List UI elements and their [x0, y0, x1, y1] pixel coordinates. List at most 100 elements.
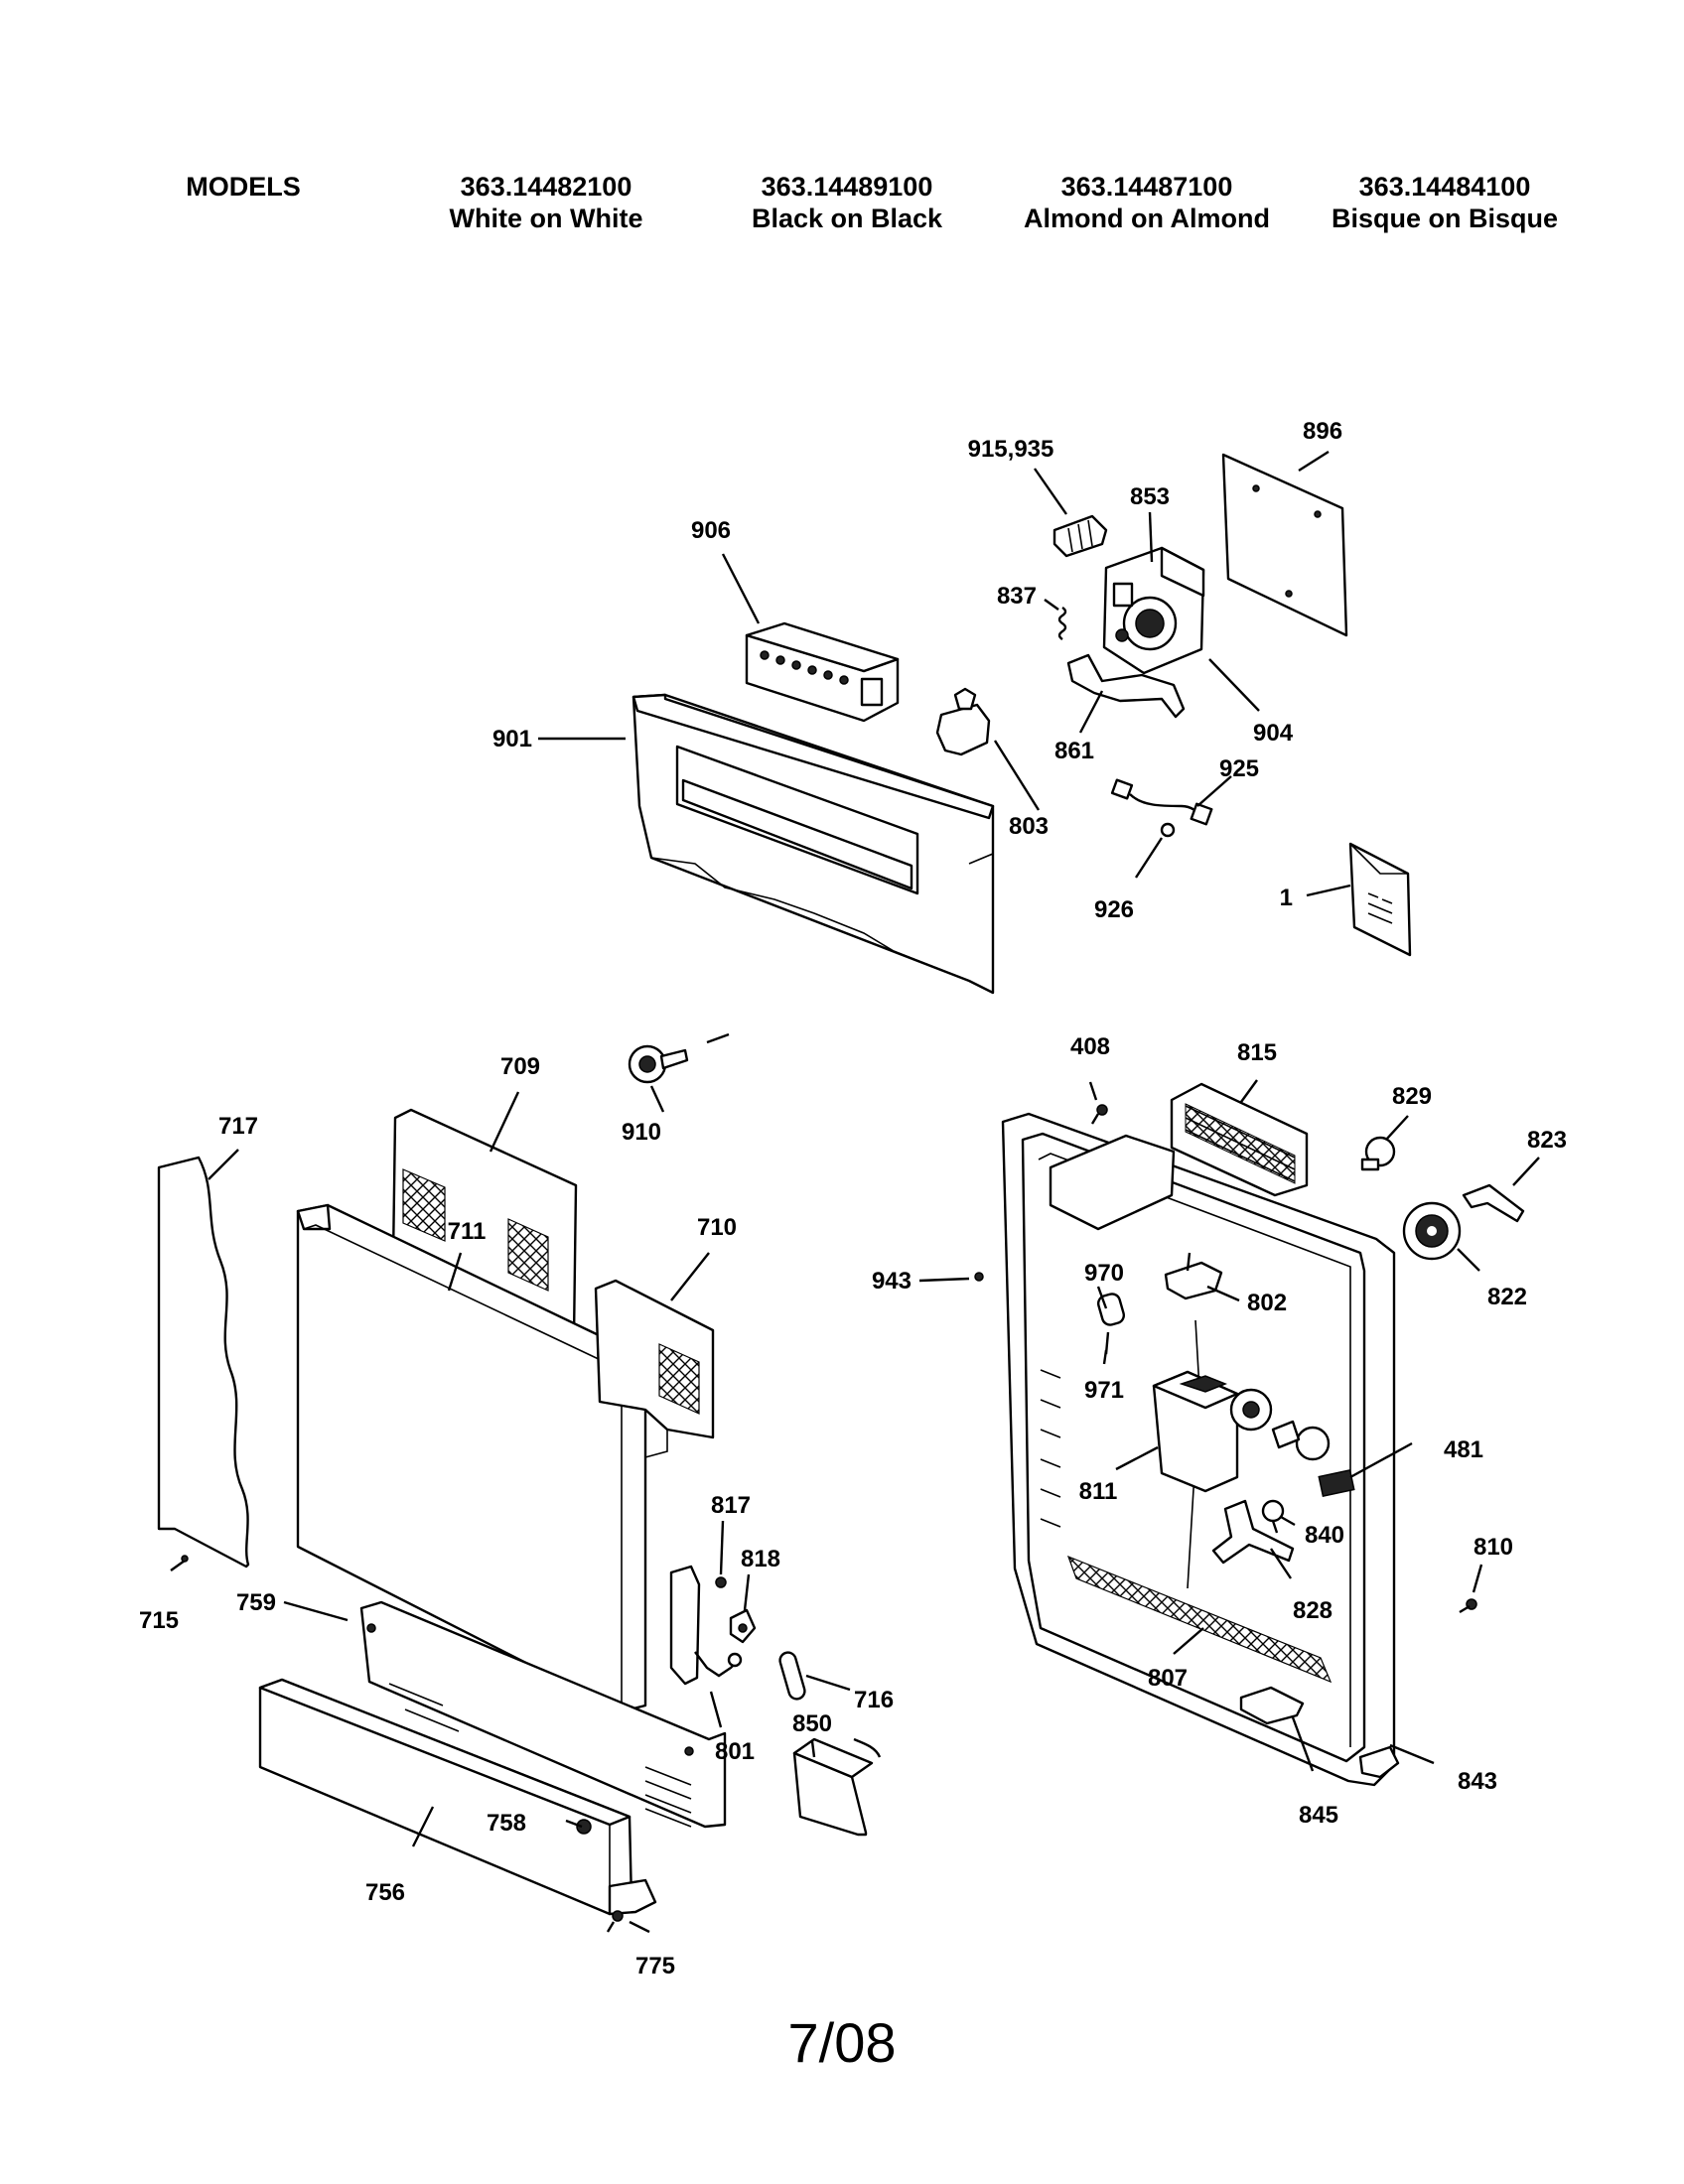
part-711-outer-door-panel — [296, 1203, 649, 1713]
callout-828: 828 — [1293, 1597, 1333, 1624]
part-775-screw — [606, 1910, 624, 1933]
callout-717: 717 — [218, 1113, 258, 1140]
callout-756: 756 — [365, 1879, 405, 1906]
callout-815: 815 — [1237, 1039, 1277, 1066]
model-number: 363.14489100 — [761, 172, 933, 202]
part-801-door-latch — [669, 1565, 743, 1686]
callout-408: 408 — [1070, 1033, 1110, 1060]
part-906-push-button-switch — [745, 621, 900, 723]
part-709-insulation-pad — [391, 1108, 578, 1340]
callout-817: 817 — [711, 1492, 751, 1519]
model-number: 363.14482100 — [460, 172, 632, 202]
part-850-mounting-bracket — [792, 1737, 882, 1837]
part-756-toe-panel — [258, 1678, 657, 1916]
part-817-screw — [715, 1576, 727, 1588]
callout-801: 801 — [715, 1738, 755, 1765]
callout-910: 910 — [622, 1119, 661, 1146]
callout-840: 840 — [1305, 1522, 1344, 1549]
callout-904: 904 — [1253, 720, 1294, 747]
callout-716: 716 — [854, 1687, 894, 1713]
callout-837: 837 — [997, 583, 1037, 610]
callout-807: 807 — [1148, 1665, 1188, 1692]
part-822-pulley — [1402, 1201, 1462, 1261]
part-716-strike — [778, 1651, 806, 1701]
model-color: Black on Black — [751, 204, 943, 233]
callout-710: 710 — [697, 1214, 737, 1241]
callout-861: 861 — [1054, 738, 1094, 764]
model-number: 363.14487100 — [1060, 172, 1233, 202]
part-926-grommet — [1160, 822, 1176, 838]
part-408-screw — [1090, 1104, 1108, 1125]
models-header: MODELS 363.14482100 White on White 363.1… — [0, 0, 1684, 258]
part-829-bushing — [1360, 1136, 1396, 1171]
part-811-detergent-dispenser — [1152, 1370, 1239, 1493]
callout-843: 843 — [1458, 1768, 1497, 1795]
callout-970: 970 — [1084, 1260, 1124, 1287]
part-rinse-aid-cap — [1229, 1388, 1331, 1461]
callout-850: 850 — [792, 1710, 832, 1737]
page-number: 7/08 — [787, 2011, 897, 2074]
callout-829: 829 — [1392, 1083, 1432, 1110]
callout-901: 901 — [492, 726, 532, 752]
part-843-foot — [1358, 1745, 1400, 1779]
model-column-4: 363.14484100 Bisque on Bisque — [1311, 171, 1579, 234]
part-861-cam-link — [1066, 653, 1186, 719]
model-column-1: 363.14482100 White on White — [422, 171, 670, 234]
model-number: 363.14484100 — [1358, 172, 1531, 202]
model-color: White on White — [449, 204, 643, 233]
part-717-door-seal — [157, 1156, 250, 1569]
callout-802: 802 — [1247, 1290, 1287, 1316]
callout-906: 906 — [691, 517, 731, 544]
part-828-lever — [1211, 1499, 1295, 1565]
part-710-insulation-block — [594, 1279, 715, 1459]
callout-943: 943 — [872, 1268, 912, 1295]
callout-925: 925 — [1219, 755, 1259, 782]
part-925-wire-harness — [1110, 778, 1213, 826]
part-853-904-timer-assembly — [1102, 546, 1205, 675]
model-color: Bisque on Bisque — [1331, 204, 1559, 233]
callout-926: 926 — [1094, 896, 1134, 923]
part-1-literature-envelope — [1348, 842, 1412, 957]
part-901-control-panel — [632, 693, 995, 995]
part-803-selector-switch — [935, 687, 991, 756]
callout-971: 971 — [1084, 1377, 1124, 1404]
callout-896: 896 — [1303, 418, 1342, 445]
callout-915-935: 915,935 — [968, 436, 1054, 463]
model-column-3: 363.14487100 Almond on Almond — [1003, 171, 1291, 234]
callout-823: 823 — [1527, 1127, 1567, 1154]
callout-811: 811 — [1079, 1478, 1118, 1505]
model-color: Almond on Almond — [1024, 204, 1270, 233]
part-810-screw — [1459, 1598, 1477, 1614]
callout-759: 759 — [236, 1589, 276, 1616]
callout-853: 853 — [1130, 483, 1170, 510]
part-840-actuator — [1261, 1499, 1285, 1534]
part-818-latch-pin — [729, 1608, 757, 1644]
part-910-selector-knob — [628, 1032, 730, 1084]
part-815-vent — [1170, 1082, 1309, 1197]
models-label: MODELS — [186, 172, 301, 202]
part-896-insulation-panel — [1221, 453, 1348, 637]
part-837-spring — [1057, 607, 1067, 640]
part-759-toe-panel-bracket — [359, 1600, 727, 1829]
callout-822: 822 — [1487, 1284, 1527, 1310]
model-column-2: 363.14489100 Black on Black — [723, 171, 971, 234]
part-845-hinge-strip — [1239, 1686, 1305, 1725]
callout-1: 1 — [1280, 885, 1293, 911]
part-823-arm — [1462, 1183, 1525, 1223]
callout-775: 775 — [635, 1953, 675, 1979]
callout-810: 810 — [1474, 1534, 1513, 1561]
part-481-rating-label — [1318, 1469, 1355, 1497]
callout-709: 709 — [500, 1053, 540, 1080]
callout-845: 845 — [1299, 1802, 1338, 1829]
callout-818: 818 — [741, 1546, 780, 1572]
part-943-screw — [974, 1272, 984, 1282]
callout-481: 481 — [1444, 1436, 1483, 1463]
callout-758: 758 — [487, 1810, 526, 1837]
callout-labels: 896 915,935 853 906 837 904 901 861 925 … — [139, 418, 1567, 1979]
part-758-screw — [576, 1819, 592, 1835]
part-715-screw — [170, 1555, 189, 1571]
leader-lines — [208, 450, 1540, 1934]
callout-711: 711 — [448, 1218, 487, 1245]
callout-803: 803 — [1009, 813, 1049, 840]
